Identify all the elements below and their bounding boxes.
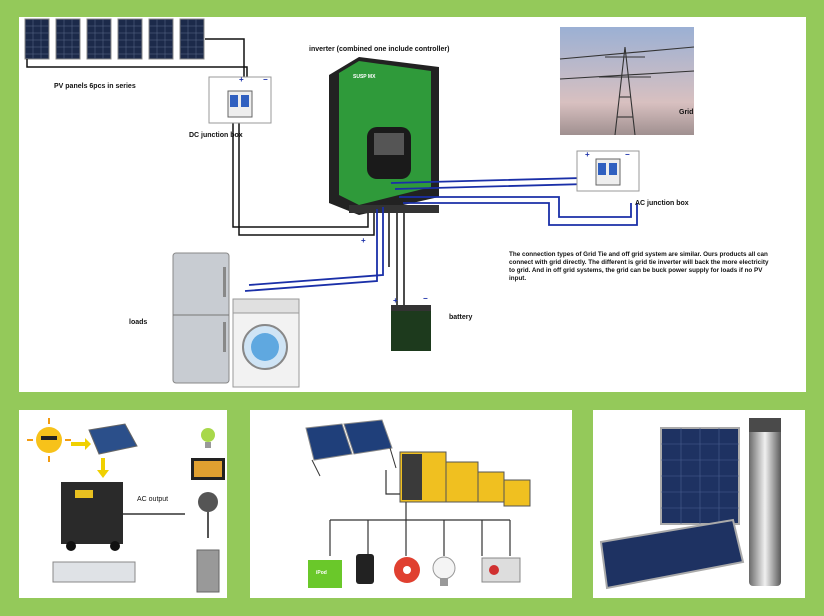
phone-icon	[356, 554, 374, 584]
water-pump-icon	[749, 418, 781, 586]
polarity-marks: + + − + − + −	[239, 75, 630, 305]
main-diagram-graphics: + + − + − + −	[24, 18, 695, 388]
bulb-icon	[201, 428, 215, 448]
arrow-icon	[71, 438, 91, 450]
control-panel-strip	[52, 561, 136, 583]
pv-panels	[24, 18, 205, 60]
panel-off-grid-system: AC output	[19, 410, 227, 598]
system-description: The connection types of Grid Tie and off…	[509, 251, 769, 282]
dc-junction-box-label: DC junction box	[189, 132, 243, 139]
battery-unit	[391, 305, 431, 351]
ipod-icon	[308, 560, 342, 588]
grid-tower-photo	[559, 27, 695, 136]
fan-icon	[198, 492, 218, 538]
down-arrow-icon	[97, 458, 109, 478]
main-system-diagram: + + − + − + − PV panels 6pcs in series DC ju…	[19, 17, 806, 392]
solar-panel-flat-icon	[599, 518, 745, 590]
tv-icon	[191, 458, 225, 480]
battery-label: battery	[449, 314, 473, 321]
loads-label: loads	[129, 319, 148, 326]
panel-portable-solar-kit: iPod	[250, 410, 572, 598]
svg-text:+: +	[239, 75, 244, 84]
solar-panel-icon	[88, 423, 138, 455]
svg-text:+: +	[585, 150, 590, 159]
svg-text:+: +	[361, 236, 366, 245]
power-station-icon	[61, 482, 123, 551]
ac-junction-box-label: AC junction box	[635, 200, 689, 207]
inverter-unit	[329, 57, 439, 215]
panel-solar-pump	[593, 410, 805, 598]
washing-machine	[232, 298, 300, 388]
radio-icon	[481, 557, 521, 583]
grid-label: Grid	[679, 109, 694, 116]
refrigerator	[172, 252, 230, 384]
panel1-graphics	[27, 418, 225, 593]
ipod-label: iPod	[316, 570, 327, 576]
solar-panel-upright-icon	[660, 427, 740, 525]
svg-text:−: −	[625, 150, 630, 159]
folding-solar-panel-icon	[305, 419, 397, 477]
ac-output-label: AC output	[137, 496, 169, 503]
inverter-label: inverter (combined one include controlle…	[309, 46, 450, 53]
panel2-graphics	[305, 419, 531, 588]
dc-wires	[26, 38, 405, 308]
bulb-icon	[432, 556, 456, 586]
dc-junction-box	[208, 76, 272, 124]
panel3-graphics	[599, 418, 781, 590]
ac-junction-box	[576, 150, 640, 192]
inverter-brand-text: SUSP MX	[353, 74, 376, 80]
svg-text:−: −	[423, 294, 428, 303]
power-boxes-icon	[399, 451, 531, 507]
svg-text:+: +	[393, 296, 398, 305]
sun-icon	[27, 418, 71, 462]
distribution-lines	[329, 470, 511, 556]
svg-text:−: −	[263, 75, 268, 84]
pv-panels-label: PV panels 6pcs in series	[54, 83, 136, 90]
fan-icon	[394, 557, 420, 583]
fridge-icon	[196, 549, 220, 593]
